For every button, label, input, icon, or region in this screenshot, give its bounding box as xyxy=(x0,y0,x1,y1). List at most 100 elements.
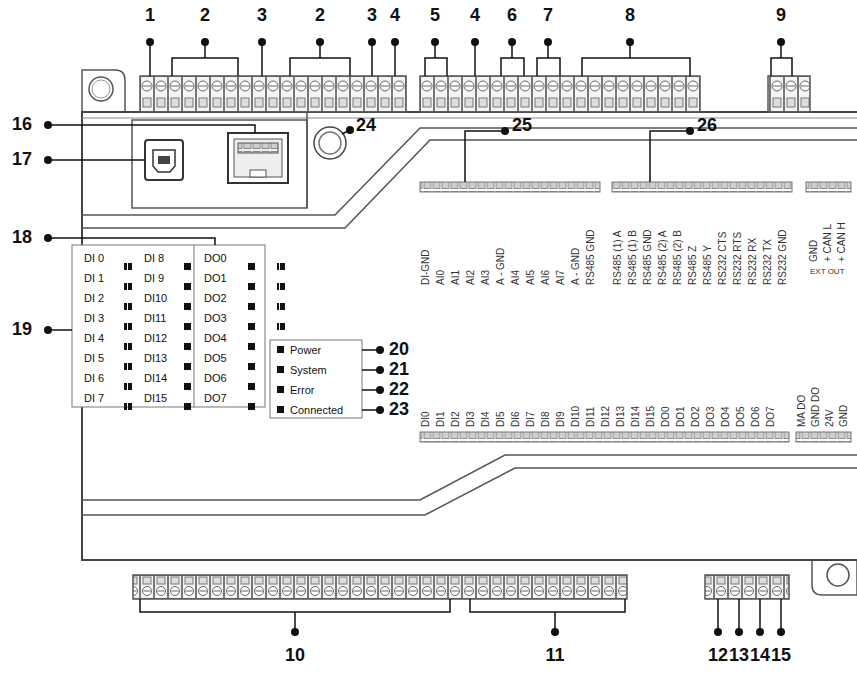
terminal-label: DO0 xyxy=(660,406,671,427)
led-label: DI10 xyxy=(144,292,167,304)
callout-number: 21 xyxy=(389,360,409,380)
callout-number: 16 xyxy=(12,115,32,135)
terminal-label: 24V xyxy=(824,409,835,427)
callout-number: 3 xyxy=(257,6,267,26)
terminal-label: DI13 xyxy=(615,406,626,427)
callout-number: 24 xyxy=(356,116,376,136)
callout-number: 22 xyxy=(389,380,409,400)
terminal-label: DI15 xyxy=(645,406,656,427)
terminal-label: RS232 CTS xyxy=(717,232,728,285)
terminal-label: RS485 (2) A xyxy=(657,231,668,285)
led-label: DI 2 xyxy=(84,292,104,304)
callout-number: 2 xyxy=(200,6,210,26)
led-label: DI15 xyxy=(144,392,167,404)
terminal-label: DO1 xyxy=(675,406,686,427)
led-label: DI 6 xyxy=(84,372,104,384)
terminal-label: DO3 xyxy=(705,406,716,427)
status-label: Error xyxy=(290,384,314,396)
led-label: DO6 xyxy=(204,372,227,384)
terminal-label: RS485 Z xyxy=(687,246,698,285)
callout-number: 6 xyxy=(507,6,517,26)
terminal-label: DI7 xyxy=(525,411,536,427)
terminal-label: DI2 xyxy=(450,411,461,427)
callout-number: 7 xyxy=(543,6,553,26)
callout-number: 13 xyxy=(729,646,749,666)
callout-number: 18 xyxy=(12,228,32,248)
terminal-label: DI6 xyxy=(510,411,521,427)
led-label: DI 9 xyxy=(144,272,164,284)
terminal-label: MA DO xyxy=(796,395,807,427)
callout-number: 4 xyxy=(470,6,480,26)
led-label: DO3 xyxy=(204,312,227,324)
terminal-label: RS485 (1) A xyxy=(612,231,623,285)
terminal-label: DI11 xyxy=(585,407,596,427)
callout-number: 2 xyxy=(315,6,325,26)
led-label: DI12 xyxy=(144,332,167,344)
led-label: DI 5 xyxy=(84,352,104,364)
led-label: DO4 xyxy=(204,332,227,344)
terminal-label: DI1 xyxy=(435,411,446,427)
terminal-label: RS485 (1) B xyxy=(627,230,638,285)
led-label: DO1 xyxy=(204,272,227,284)
callout-number: 9 xyxy=(776,6,786,26)
terminal-label: + CAN H xyxy=(836,222,847,262)
led-label: DI 1 xyxy=(84,272,104,284)
led-label: DO2 xyxy=(204,292,227,304)
led-label: DI 0 xyxy=(84,252,104,264)
terminal-label: DI9 xyxy=(555,411,566,427)
callout-number: 10 xyxy=(285,646,305,666)
terminal-label: DO4 xyxy=(720,406,731,427)
led-label: DI14 xyxy=(144,372,167,384)
led-label: DI13 xyxy=(144,352,167,364)
callout-number: 17 xyxy=(12,150,32,170)
terminal-label: DI-GND xyxy=(420,249,431,285)
terminal-label: GND xyxy=(838,405,849,427)
callout-number: 23 xyxy=(389,400,409,420)
terminal-label: DI5 xyxy=(495,411,506,427)
terminal-label: AI5 xyxy=(525,270,536,285)
led-label: DI 4 xyxy=(84,332,104,344)
callout-number: 3 xyxy=(367,6,377,26)
terminal-label: RS232 GND xyxy=(777,229,788,285)
terminal-label: RS232 RTS xyxy=(732,232,743,285)
terminal-label: RS485 (2) B xyxy=(672,230,683,285)
callout-number: 11 xyxy=(545,646,564,666)
callout-number: 20 xyxy=(389,340,409,360)
terminal-label: AI3 xyxy=(480,270,491,285)
terminal-label: AI2 xyxy=(465,270,476,285)
led-label: DI11 xyxy=(144,312,166,324)
terminal-label: DI4 xyxy=(480,411,491,427)
status-label: System xyxy=(290,364,327,376)
terminal-label: EXT OUT xyxy=(810,268,845,277)
terminal-label: RS485 Y xyxy=(702,245,713,285)
callout-number: 4 xyxy=(390,6,400,26)
terminal-label: DI3 xyxy=(465,411,476,427)
callout-number: 8 xyxy=(625,6,635,26)
terminal-label: DO2 xyxy=(690,406,701,427)
callout-number: 26 xyxy=(697,116,717,136)
terminal-label: DI12 xyxy=(600,406,611,427)
terminal-label: DO6 xyxy=(750,406,761,427)
terminal-label: AI6 xyxy=(540,270,551,285)
callout-number: 14 xyxy=(750,646,770,666)
terminal-label: RS485 GND xyxy=(642,229,653,285)
terminal-label: RS485 GND xyxy=(585,229,596,285)
status-label: Connected xyxy=(290,404,343,416)
led-label: DI 7 xyxy=(84,392,104,404)
led-label: DO7 xyxy=(204,392,227,404)
terminal-label: AI7 xyxy=(555,270,566,285)
terminal-label: GND DO xyxy=(810,387,821,427)
terminal-label: DI10 xyxy=(570,406,581,427)
led-label: DI 3 xyxy=(84,312,104,324)
terminal-label: A - GND xyxy=(570,248,581,285)
terminal-label: GND xyxy=(808,240,819,262)
terminal-label: + CAN L xyxy=(822,224,833,262)
callout-number: 19 xyxy=(12,320,32,340)
callout-number: 25 xyxy=(512,116,532,136)
terminal-label: A - GND xyxy=(495,248,506,285)
led-label: DO0 xyxy=(204,252,227,264)
terminal-label: AI0 xyxy=(435,270,446,285)
terminal-label: AI4 xyxy=(510,270,521,285)
terminal-label: DO7 xyxy=(765,406,776,427)
led-label: DO5 xyxy=(204,352,227,364)
